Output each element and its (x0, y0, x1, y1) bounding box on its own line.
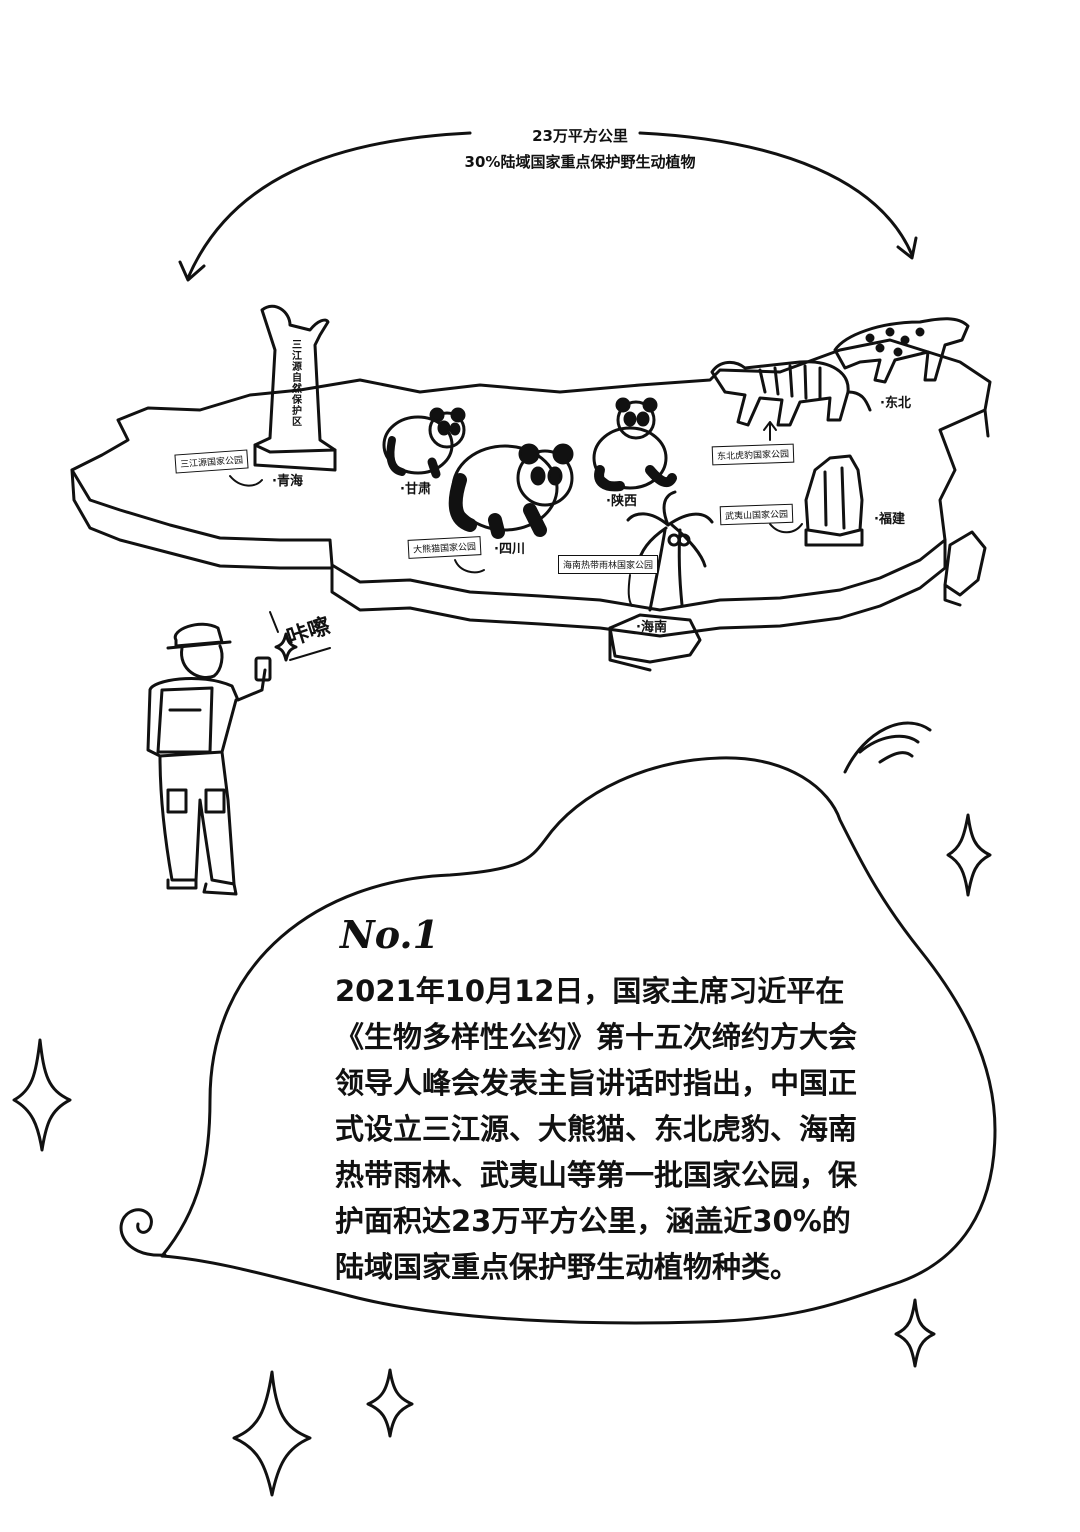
area-caption: 23万平方公里 (532, 127, 628, 145)
panda-sichuan (448, 443, 574, 539)
palm-tree (626, 490, 714, 612)
tiger (710, 360, 872, 427)
wuyishan-rock (804, 454, 864, 547)
monument-inscription: 三江源自然保护区 (292, 340, 302, 428)
sign-panda: 大熊猫国家公园 (407, 536, 482, 559)
body-line: 领导人峰会发表主旨讲话时指出，中国正 (335, 1066, 858, 1100)
label-shaanxi: ·陕西 (606, 494, 637, 509)
body-line: 式设立三江源、大熊猫、东北虎豹、海南 (335, 1112, 858, 1146)
label-hainan: ·海南 (636, 620, 667, 635)
panda-gansu (382, 407, 466, 479)
sign-tiger-leopard: 东北虎豹国家公园 (711, 443, 795, 466)
body-line: 热带雨林、武夷山等第一批国家公园，保 (335, 1158, 858, 1192)
label-fujian: ·福建 (874, 512, 905, 527)
sign-wuyishan: 武夷山国家公园 (719, 503, 794, 526)
china-map (70, 338, 992, 672)
snap-lines (269, 611, 331, 661)
label-qinghai: ·青海 (272, 474, 303, 489)
monument (253, 304, 337, 472)
label-dongbei: ·东北 (880, 396, 911, 411)
label-sichuan: ·四川 (494, 542, 525, 557)
label-gansu: ·甘肃 (400, 482, 431, 497)
body-line: 2021年10月12日，国家主席习近平在 (335, 974, 845, 1008)
sign-hainan-rainforest: 海南热带雨林国家公园 (558, 555, 659, 574)
panda-shaanxi (592, 397, 677, 492)
section-heading: No.1 (340, 912, 440, 957)
sign-arrows (229, 421, 803, 607)
body-line: 《生物多样性公约》第十五次缔约方大会 (335, 1020, 858, 1054)
photographer (146, 622, 272, 896)
span-arrow (178, 131, 918, 282)
leopard (833, 317, 970, 384)
body-paragraph: 2021年10月12日，国家主席习近平在 《生物多样性公约》第十五次缔约方大会 … (335, 968, 917, 1290)
species-caption: 30%陆域国家重点保护野生动植物 (464, 153, 696, 171)
speech-cloud (119, 721, 997, 1325)
body-line: 护面积达23万平方公里，涵盖近30%的 (335, 1204, 851, 1238)
body-line: 陆域国家重点保护野生动植物种类。 (335, 1250, 800, 1284)
sparkle-decorations (12, 632, 992, 1497)
